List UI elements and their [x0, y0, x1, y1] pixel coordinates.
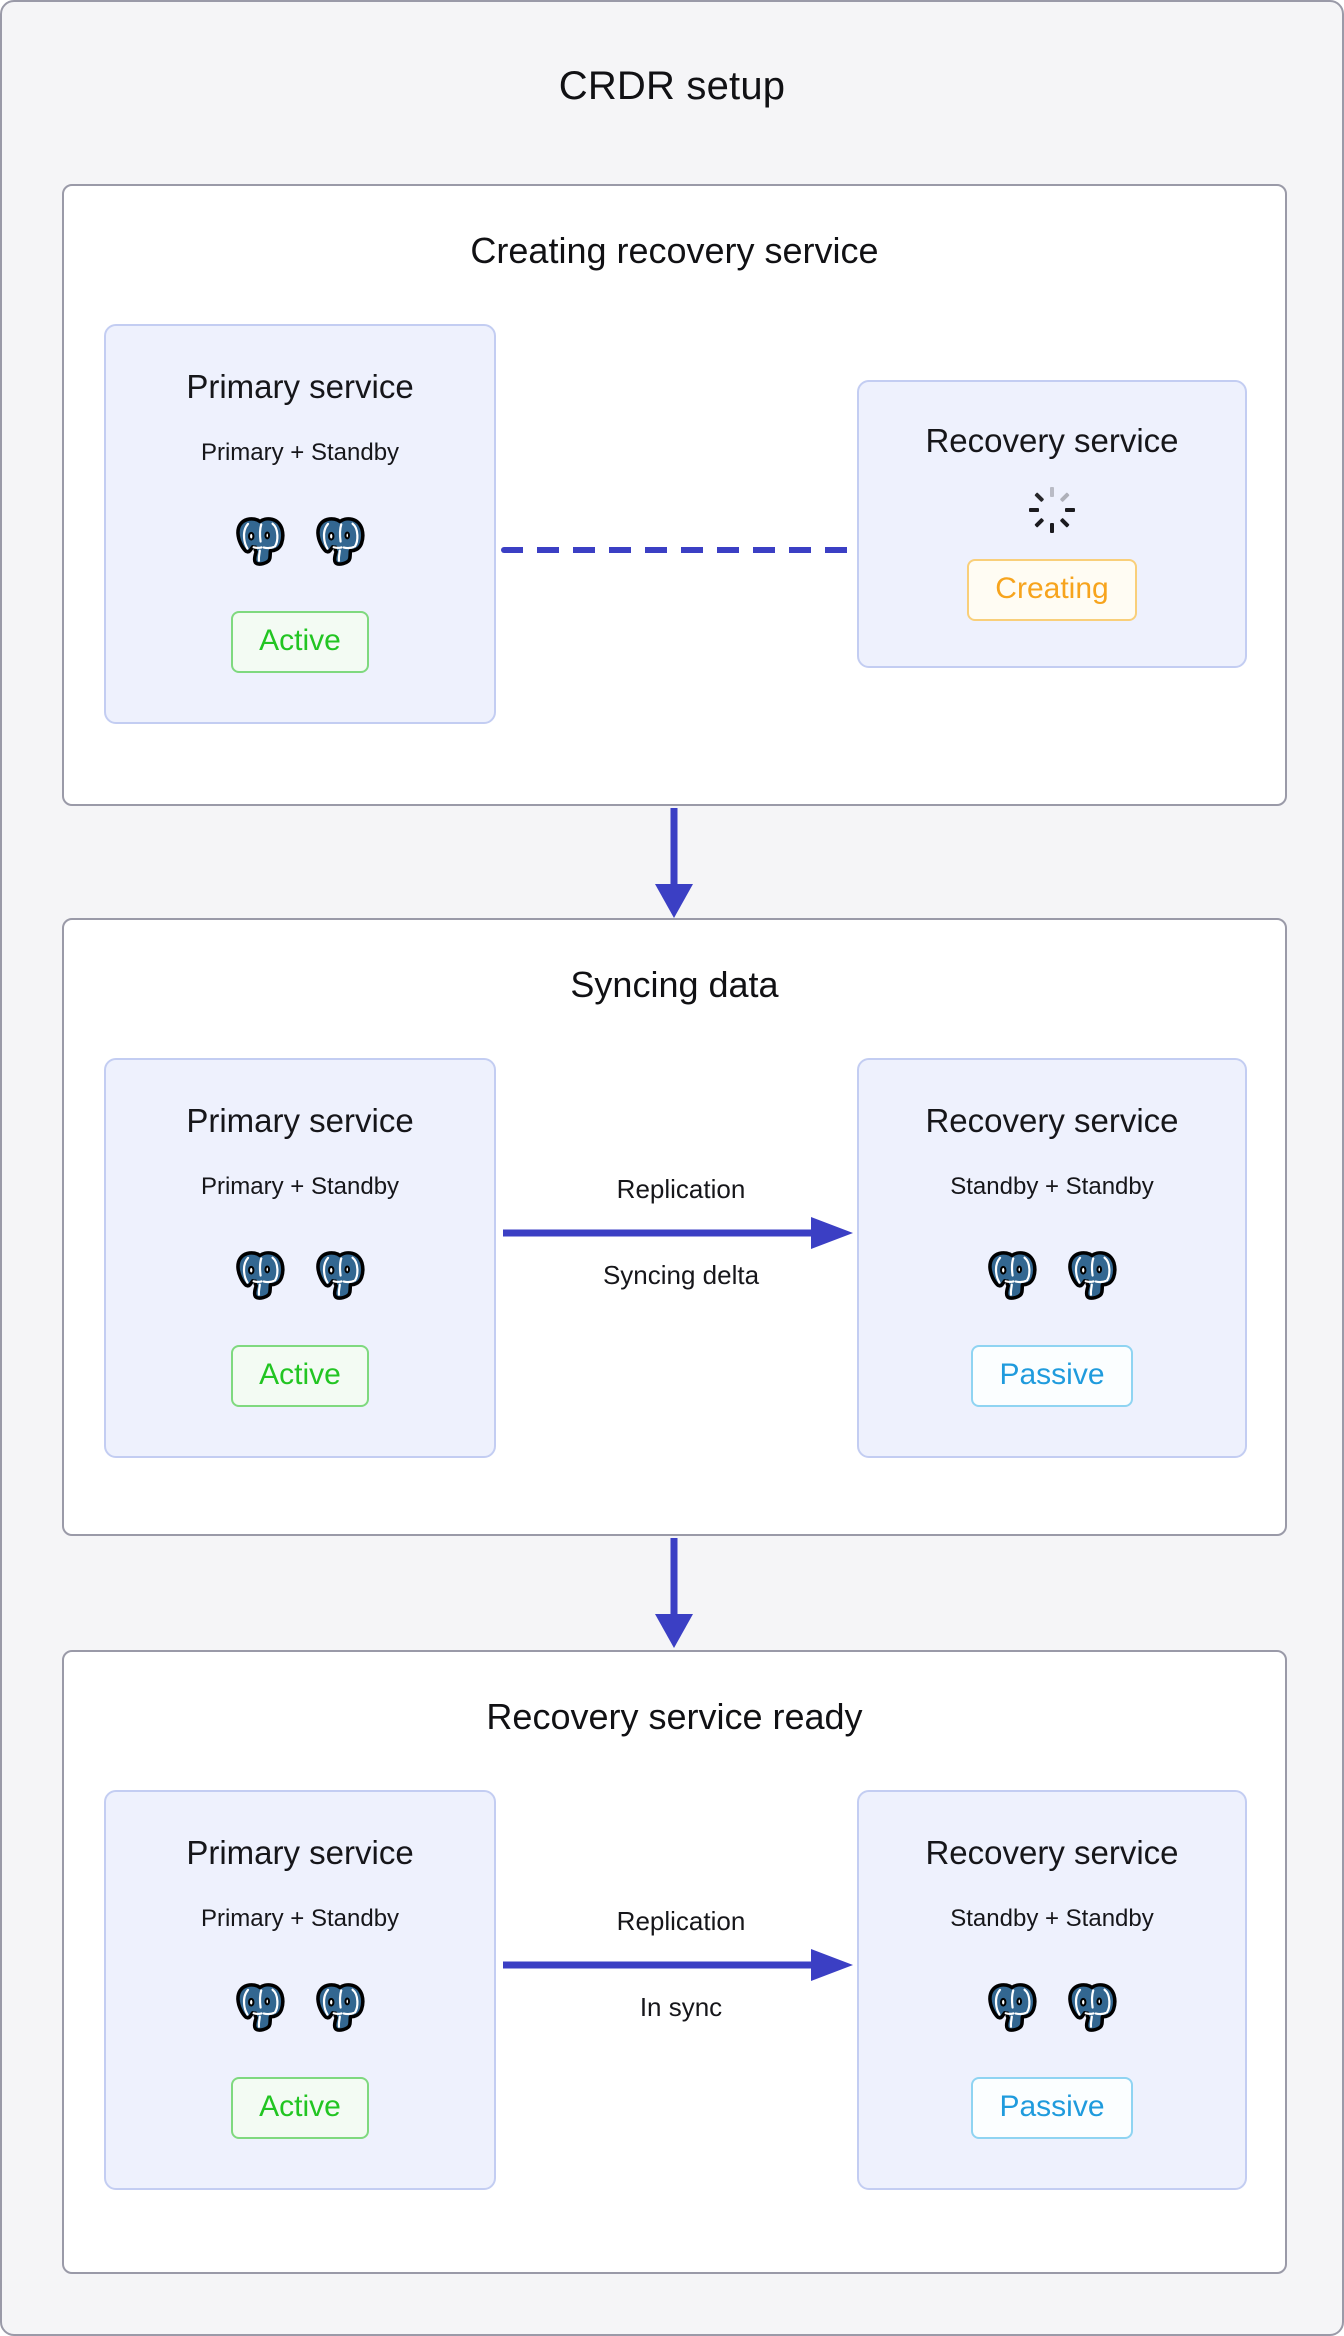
node-row	[985, 1979, 1119, 2033]
postgresql-elephant-icon	[236, 517, 285, 566]
postgresql-elephant-icon	[316, 517, 365, 566]
connector-label-above: Replication	[616, 1906, 746, 1936]
node-row	[233, 1979, 367, 2033]
service-topology: Standby + Standby	[950, 1905, 1154, 1932]
status-badge: Creating	[967, 559, 1137, 621]
stage-panel-creating-recovery-service: Creating recovery service Primary servic…	[62, 184, 1287, 806]
replication-arrow-icon	[503, 1217, 853, 1249]
connector-dashed-link	[501, 547, 861, 553]
service-card-recovery[interactable]: Recovery service Standby + Standby	[857, 1058, 1247, 1458]
postgresql-elephant-icon	[316, 1251, 365, 1300]
status-badge: Active	[231, 611, 369, 673]
connector-label-below: In sync	[639, 1992, 723, 2022]
service-topology: Primary + Standby	[200, 1905, 400, 1932]
service-card-primary[interactable]: Primary service Primary + Standby	[104, 1790, 496, 2190]
status-badge: Passive	[971, 2077, 1133, 2139]
postgresql-elephant-icon	[1068, 1983, 1117, 2032]
connector-label-above: Replication	[616, 1174, 746, 1204]
stage-panel-syncing-data: Syncing data Primary service Primary + S…	[62, 918, 1287, 1536]
service-name: Recovery service	[925, 1834, 1179, 1871]
service-name: Primary service	[186, 368, 414, 405]
postgresql-elephant-icon	[1068, 1251, 1117, 1300]
node-row	[985, 1247, 1119, 1301]
postgresql-elephant-icon	[236, 1983, 285, 2032]
service-name: Recovery service	[925, 422, 1179, 459]
service-name: Primary service	[186, 1102, 414, 1139]
status-badge: Passive	[971, 1345, 1133, 1407]
service-topology: Primary + Standby	[200, 1173, 400, 1200]
postgresql-elephant-icon	[316, 1983, 365, 2032]
flow-arrow-down	[655, 1538, 693, 1648]
stage-title: Creating recovery service	[470, 230, 879, 271]
postgresql-elephant-icon	[988, 1251, 1037, 1300]
page-title: CRDR setup	[558, 64, 786, 108]
service-name: Recovery service	[925, 1102, 1179, 1139]
connector-replication: Replication In sync	[501, 1908, 861, 2020]
node-row	[233, 513, 367, 567]
connector-label-below: Syncing delta	[602, 1260, 760, 1290]
service-card-primary[interactable]: Primary service Primary + Standby	[104, 1058, 496, 1458]
service-card-recovery[interactable]: Recovery service Creating	[857, 380, 1247, 668]
stage-title: Recovery service ready	[486, 1696, 863, 1737]
stage-panel-recovery-service-ready: Recovery service ready Primary service P…	[62, 1650, 1287, 2274]
status-badge: Active	[231, 2077, 369, 2139]
replication-arrow-icon	[503, 1949, 853, 1981]
flow-arrow-down	[655, 808, 693, 918]
service-topology: Primary + Standby	[200, 439, 400, 466]
postgresql-elephant-icon	[988, 1983, 1037, 2032]
node-row	[233, 1247, 367, 1301]
service-topology: Standby + Standby	[950, 1173, 1154, 1200]
postgresql-elephant-icon	[236, 1251, 285, 1300]
status-badge: Active	[231, 1345, 369, 1407]
spinner-icon	[1029, 487, 1075, 533]
service-card-recovery[interactable]: Recovery service Standby + Standby	[857, 1790, 1247, 2190]
connector-replication: Replication Syncing delta	[501, 1176, 861, 1288]
stage-title: Syncing data	[570, 964, 779, 1005]
service-name: Primary service	[186, 1834, 414, 1871]
service-card-primary[interactable]: Primary service Primary + Standby	[104, 324, 496, 724]
